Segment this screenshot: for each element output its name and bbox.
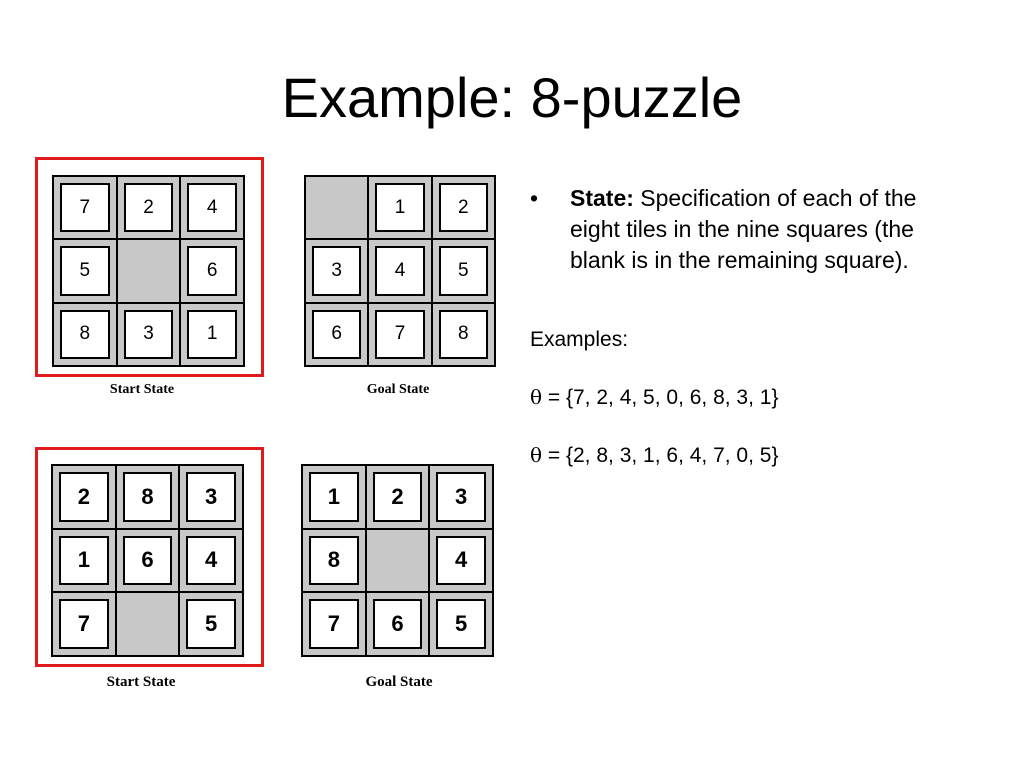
tile: 3 bbox=[123, 309, 174, 359]
state-bullet: • State: Specification of each of the ei… bbox=[530, 183, 970, 276]
example-2-set: = {2, 8, 3, 1, 6, 4, 7, 0, 5} bbox=[542, 444, 779, 467]
puzzle-cell: 4 bbox=[430, 529, 492, 592]
tile: 3 bbox=[186, 472, 236, 522]
tile: 6 bbox=[312, 309, 362, 359]
goal-state-caption-1: Goal State bbox=[366, 382, 430, 397]
puzzle-cell: 4 bbox=[369, 240, 431, 302]
tile: 2 bbox=[438, 183, 488, 233]
puzzle-cell: 6 bbox=[306, 303, 368, 365]
state-body: Specification of each of the eight tiles… bbox=[570, 185, 917, 273]
state-term: State: bbox=[570, 185, 634, 211]
puzzle-cell: 1 bbox=[181, 303, 243, 365]
example-2: θ = {2, 8, 3, 1, 6, 4, 7, 0, 5} bbox=[530, 440, 970, 471]
puzzle-cell: 2 bbox=[366, 466, 429, 528]
puzzle-cell: 3 bbox=[117, 303, 180, 365]
example-1-set: = {7, 2, 4, 5, 0, 6, 8, 3, 1} bbox=[542, 386, 779, 409]
puzzle-cell: 7 bbox=[54, 177, 116, 239]
tile: 7 bbox=[59, 599, 109, 649]
blank-square bbox=[306, 177, 368, 239]
tile: 1 bbox=[187, 309, 237, 359]
tile: 5 bbox=[186, 599, 236, 649]
tile: 7 bbox=[309, 599, 359, 649]
description-panel: • State: Specification of each of the ei… bbox=[530, 183, 970, 471]
theta-symbol: θ bbox=[530, 385, 543, 409]
highlight-frame-top bbox=[35, 157, 264, 377]
puzzle-cell: 8 bbox=[54, 303, 116, 365]
tile: 5 bbox=[60, 246, 110, 296]
puzzle-cell: 4 bbox=[181, 177, 243, 239]
tile: 2 bbox=[372, 472, 423, 522]
blank-square bbox=[116, 593, 179, 655]
tile: 1 bbox=[375, 183, 425, 233]
puzzle-cell: 3 bbox=[430, 466, 492, 528]
tile: 8 bbox=[60, 309, 110, 359]
tile: 7 bbox=[375, 309, 425, 359]
tile: 8 bbox=[309, 535, 359, 586]
puzzle-cell: 1 bbox=[369, 177, 431, 239]
goal-state-caption-2: Goal State bbox=[365, 674, 433, 690]
tile: 3 bbox=[436, 472, 486, 522]
tile: 6 bbox=[122, 535, 173, 586]
tile: 8 bbox=[122, 472, 173, 522]
slide-title: Example: 8-puzzle bbox=[281, 66, 743, 129]
puzzle-cell: 6 bbox=[116, 529, 179, 592]
tile: 2 bbox=[123, 183, 174, 233]
puzzle-cell: 8 bbox=[432, 303, 494, 365]
tile: 6 bbox=[372, 599, 423, 649]
puzzle-cell: 7 bbox=[53, 593, 115, 655]
puzzle-cell: 7 bbox=[369, 303, 431, 365]
examples-label: Examples: bbox=[530, 328, 629, 351]
start-state-caption-2: Start State bbox=[106, 674, 176, 690]
tile: 8 bbox=[438, 309, 488, 359]
tile: 7 bbox=[60, 183, 110, 233]
example-1: θ = {7, 2, 4, 5, 0, 6, 8, 3, 1} bbox=[530, 382, 970, 413]
puzzle-cell: 5 bbox=[54, 240, 116, 302]
puzzle-cell: 6 bbox=[181, 240, 243, 302]
puzzle-cell: 1 bbox=[303, 466, 365, 528]
puzzle-cell: 2 bbox=[53, 466, 115, 528]
tile: 1 bbox=[59, 535, 109, 586]
puzzle-cell: 1 bbox=[53, 529, 115, 592]
puzzle-cell: 2 bbox=[117, 177, 180, 239]
tile: 3 bbox=[312, 246, 362, 296]
tile: 4 bbox=[375, 246, 425, 296]
tile: 5 bbox=[438, 246, 488, 296]
puzzle-cell: 2 bbox=[432, 177, 494, 239]
puzzle-cell: 8 bbox=[303, 529, 365, 592]
start-state-caption-1: Start State bbox=[109, 382, 175, 397]
puzzle-cell: 5 bbox=[180, 593, 242, 655]
tile: 4 bbox=[187, 183, 237, 233]
tile: 1 bbox=[309, 472, 359, 522]
tile: 4 bbox=[186, 535, 236, 586]
puzzle-cell: 4 bbox=[180, 529, 242, 592]
puzzle-cell: 5 bbox=[432, 240, 494, 302]
state-definition: State: Specification of each of the eigh… bbox=[570, 183, 970, 276]
puzzle-cell: 5 bbox=[430, 593, 492, 655]
puzzle-cell: 3 bbox=[306, 240, 368, 302]
highlight-frame-bottom bbox=[35, 447, 264, 667]
bullet-marker: • bbox=[530, 185, 539, 211]
puzzle-cell: 3 bbox=[180, 466, 242, 528]
tile: 6 bbox=[187, 246, 237, 296]
blank-square bbox=[366, 529, 429, 592]
puzzle-cell: 7 bbox=[303, 593, 365, 655]
tile: 4 bbox=[436, 535, 486, 586]
tile: 5 bbox=[436, 599, 486, 649]
puzzle-cell: 6 bbox=[366, 593, 429, 655]
tile: 2 bbox=[59, 472, 109, 522]
puzzle-cell: 8 bbox=[116, 466, 179, 528]
blank-square bbox=[117, 240, 180, 302]
theta-symbol: θ bbox=[530, 443, 543, 467]
